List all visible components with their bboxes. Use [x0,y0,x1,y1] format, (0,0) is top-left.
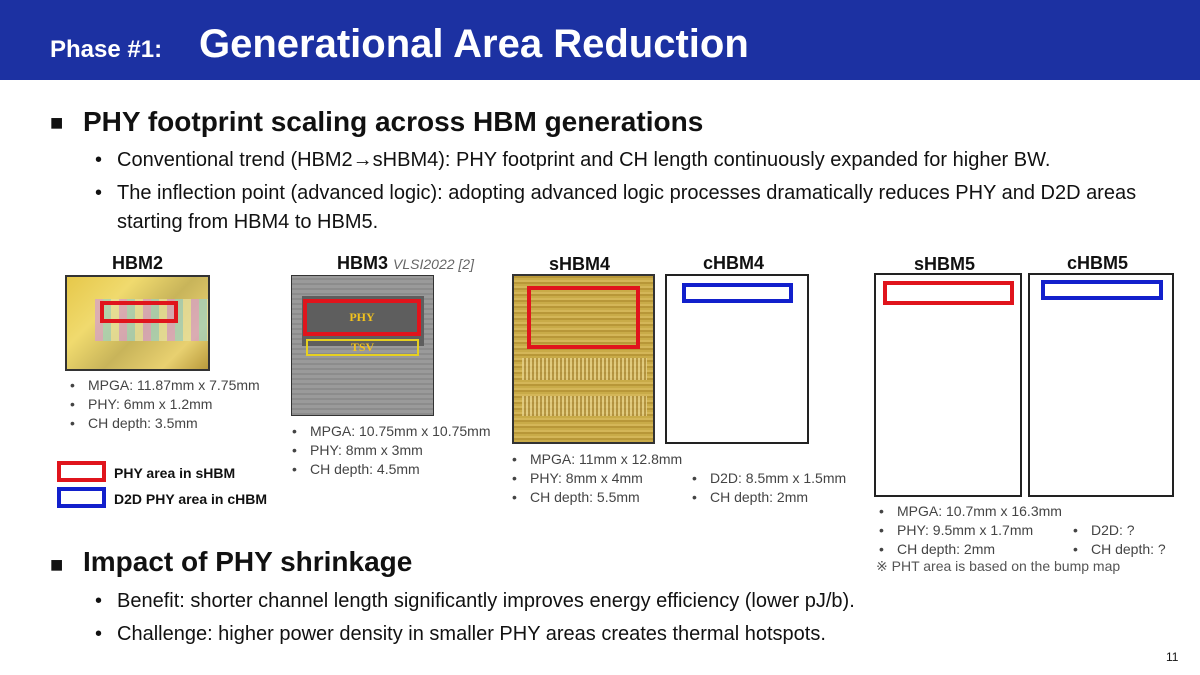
shbm4-label: sHBM4 [549,254,611,274]
legend-red-swatch [57,461,106,482]
hbm2-specs: •MPGA: 11.87mm x 7.75mm •PHY: 6mm x 1.2m… [70,376,260,433]
bullet-dot: • [95,149,103,171]
bullet-item: • Challenge: higher power density in sma… [95,620,1117,649]
chbm5-d2d-outline [1041,280,1163,300]
spec-line: •CH depth: 5.5mm [512,489,640,505]
hbm3-die-image: PHY TSV [291,275,434,416]
shbm4-die-image [512,274,655,444]
bullet-dot: • [95,182,103,204]
spec-line: •PHY: 8mm x 4mm [512,470,643,486]
hbm2-phy-outline [100,301,178,323]
hbm3-phy-texture [302,296,424,346]
shbm4-specs: •MPGA: 11mm x 12.8mm •PHY: 8mm x 4mm •CH… [512,450,682,507]
bullet-text: Conventional trend (HBM2→sHBM4): PHY foo… [117,149,1051,171]
spec-line: •CH depth: 2mm [692,489,809,505]
bullet-text: Benefit: shorter channel length signific… [117,590,855,612]
section-heading: PHY footprint scaling across HBM generat… [83,106,704,137]
footnote: ※ PHT area is based on the bump map [876,558,1121,574]
shbm4-bump-row [522,396,647,416]
spec-line: •PHY: 6mm x 1.2mm [70,396,213,412]
shbm4-bump-row [522,358,647,380]
shbm5-die-box [874,273,1022,497]
page-number: 11 [1166,650,1179,664]
spec-line: •D2D: 8.5mm x 1.5mm [692,470,847,486]
hbm3-phy-outline [303,299,421,336]
spec-line: •MPGA: 10.7mm x 16.3mm [879,503,1062,519]
hbm3-reference: VLSI2022 [2] [393,256,474,272]
spec-line: •D2D: ? [1073,522,1135,538]
legend-phy-label: PHY area in sHBM [114,465,236,481]
spec-line: •CH depth: 3.5mm [70,415,198,431]
legend-blue-swatch [57,487,106,508]
chbm5-die-box [1028,273,1174,497]
bullet-text: The inflection point (advanced logic): a… [117,182,1137,233]
shbm5-specs: •MPGA: 10.7mm x 16.3mm •PHY: 9.5mm x 1.7… [879,502,1062,559]
spec-line: •PHY: 9.5mm x 1.7mm [879,522,1034,538]
hbm3-phy-text: PHY [349,310,375,324]
chbm4-label: cHBM4 [703,253,765,273]
bullet-dot: • [95,623,103,645]
section-marker: ■ [50,552,64,577]
spec-line: •MPGA: 11.87mm x 7.75mm [70,377,260,393]
hbm3-tsv-outline: TSV [306,339,419,356]
chbm4-specs: •D2D: 8.5mm x 1.5mm •CH depth: 2mm [692,469,846,507]
bullet-item: • Conventional trend (HBM2→sHBM4): PHY f… [95,146,1187,175]
bullet-item: • Benefit: shorter channel length signif… [95,587,1117,616]
page-title: Generational Area Reduction [199,22,749,66]
hbm3-label-text: HBM3 [337,253,389,273]
spec-line: •CH depth: 4.5mm [292,461,420,477]
spec-line: •CH depth: 2mm [879,541,996,557]
spec-line: •PHY: 8mm x 3mm [292,442,423,458]
spec-line: •CH depth: ? [1073,541,1166,557]
bullet-item: • The inflection point (advanced logic):… [95,179,1167,237]
hbm2-label: HBM2 [112,253,164,273]
shbm5-label: sHBM5 [914,254,976,274]
legend-d2d-label: D2D PHY area in cHBM [114,491,268,507]
section-heading: Impact of PHY shrinkage [83,546,413,577]
shbm5-phy-outline [883,281,1014,305]
chbm5-label: cHBM5 [1067,253,1129,273]
chbm4-d2d-outline [682,283,793,303]
section-marker: ■ [50,110,64,135]
spec-line: •MPGA: 11mm x 12.8mm [512,451,683,467]
hbm3-label: HBM3 VLSI2022 [2] [337,253,474,274]
chbm5-specs: •D2D: ? •CH depth: ? [1073,521,1166,559]
hbm3-specs: •MPGA: 10.75mm x 10.75mm •PHY: 8mm x 3mm… [292,422,491,479]
title-bar: Phase #1: Generational Area Reduction [0,0,1200,80]
hbm2-die-image [65,275,210,371]
title-prefix: Phase #1: [50,36,163,63]
shbm4-phy-outline [527,286,640,349]
spec-line: •MPGA: 10.75mm x 10.75mm [292,423,491,439]
bullet-text: Challenge: higher power density in small… [117,623,826,645]
chbm4-die-box [665,274,809,444]
bullet-dot: • [95,590,103,612]
